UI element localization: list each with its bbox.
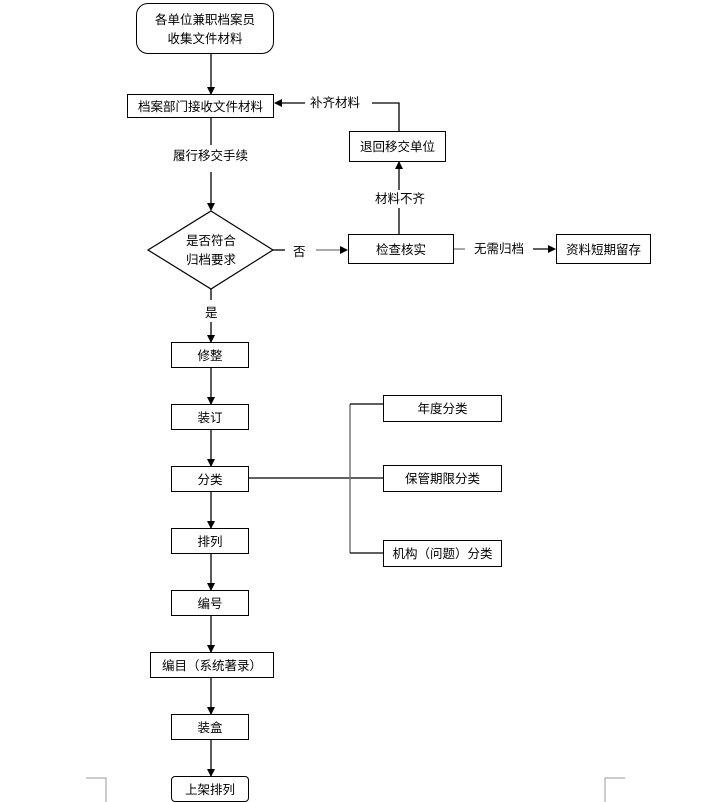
step-box: 装盒: [171, 714, 249, 740]
step-number: 编号: [171, 590, 249, 616]
decision-text: 是否符合 归档要求: [185, 233, 236, 267]
page-corner-right: [604, 777, 625, 802]
step-arrange: 排列: [171, 528, 249, 554]
transfer-label: 履行移交手续: [173, 148, 249, 164]
no-label: 否: [293, 244, 306, 260]
step-catalog: 编目（系统著录）: [150, 652, 274, 678]
return-unit-node: 退回移交单位: [349, 131, 446, 162]
step-trim: 修整: [171, 342, 249, 368]
incomplete-label: 材料不齐: [375, 191, 426, 207]
classify-year: 年度分类: [383, 395, 502, 422]
step-classify: 分类: [171, 466, 249, 492]
no-archive-label: 无需归档: [474, 241, 525, 257]
step-bind: 装订: [171, 404, 249, 430]
page-corner-left: [86, 777, 107, 802]
line-return-supplement: [372, 102, 400, 131]
step-shelve: 上架排列: [171, 776, 249, 802]
classify-organization: 机构（问题）分类: [383, 540, 502, 567]
check-node: 检查核实: [348, 234, 454, 264]
start-node: 各单位兼职档案员 收集文件材料: [136, 3, 274, 54]
yes-label: 是: [205, 305, 218, 321]
supplement-label: 补齐材料: [310, 95, 361, 111]
short-term-node: 资料短期留存: [556, 234, 651, 264]
classify-retention: 保管期限分类: [383, 465, 502, 492]
receive-node: 档案部门接收文件材料: [127, 94, 274, 118]
